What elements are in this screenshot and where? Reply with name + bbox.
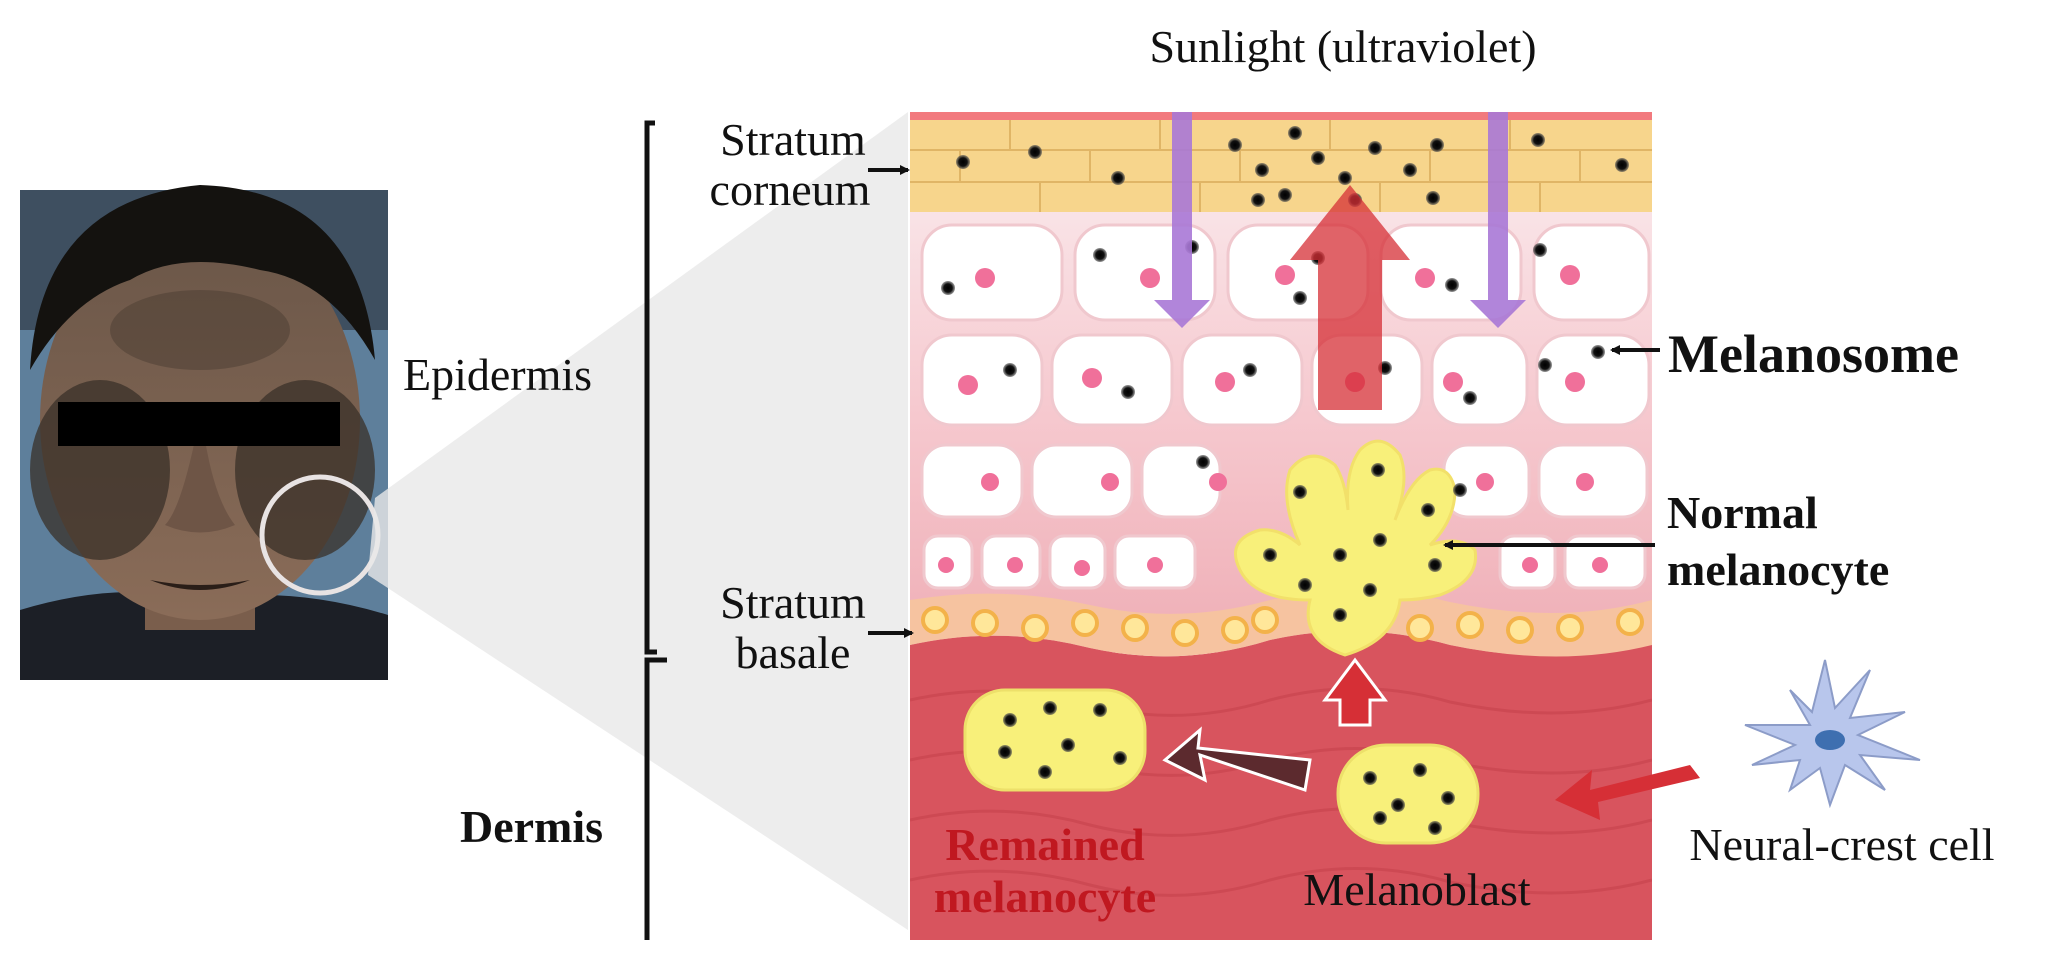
- neural-crest-cell: [1744, 659, 1921, 809]
- stratum-basale-layer: [910, 590, 1652, 657]
- remained-melanocyte-label-1: Remained: [945, 819, 1145, 870]
- melanoblast-to-melanocyte-arrow: [1322, 657, 1388, 727]
- zoom-cone: [368, 112, 908, 930]
- melanosomes: [941, 126, 1629, 497]
- face-photo: [20, 185, 388, 680]
- melanin-transport-arrow: [1290, 185, 1410, 410]
- skin-patch: [910, 112, 1652, 940]
- remained-arrow: [1162, 726, 1312, 792]
- sunlight-label: Sunlight (ultraviolet): [1149, 21, 1536, 72]
- stratum-corneum-label-1: Stratum: [720, 114, 866, 165]
- stratum-basale-label-2: basale: [736, 627, 851, 678]
- epidermis-bracket: [644, 120, 657, 655]
- stratum-basale-label-1: Stratum: [720, 577, 866, 628]
- neural-crest-to-melanoblast-arrow: [1555, 765, 1700, 820]
- dermis-bracket: [644, 657, 667, 940]
- remained-melanocyte-label-2: melanocyte: [934, 871, 1156, 922]
- remained-melanocyte: [963, 688, 1147, 792]
- melanoblast: [1336, 743, 1480, 845]
- basal-cells: [921, 606, 1644, 647]
- normal-melanocyte-label-2: melanocyte: [1667, 544, 1889, 595]
- neural-crest-cell-label: Neural-crest cell: [1689, 819, 1994, 870]
- normal-melanocyte-label-1: Normal: [1667, 487, 1818, 538]
- epidermis-label: Epidermis: [403, 349, 592, 400]
- uv-arrows: [1154, 112, 1526, 328]
- stratum-corneum-label-2: corneum: [710, 164, 871, 215]
- normal-melanocyte: [1234, 439, 1478, 657]
- dermis-label: Dermis: [460, 801, 603, 852]
- melanoblast-label: Melanoblast: [1303, 864, 1531, 915]
- melanosome-label: Melanosome: [1668, 324, 1959, 384]
